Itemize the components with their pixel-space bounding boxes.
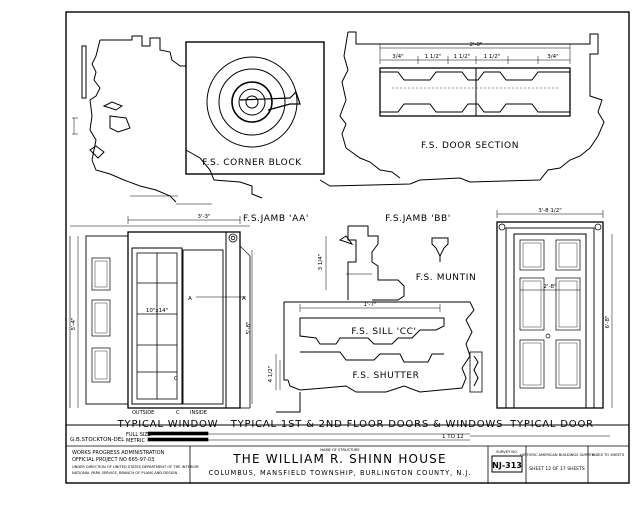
window-section-c-marker: C	[174, 376, 178, 382]
sill-width-dim: 1'-7"	[363, 302, 376, 308]
corner-block-label: F.S. CORNER BLOCK	[202, 158, 302, 168]
section-c-bottom-marker: C	[176, 410, 180, 416]
door-section-dim-3: 1 1/2"	[454, 54, 471, 60]
park-service: NATIONAL PARK SERVICE, BRANCH OF PLANS A…	[72, 471, 177, 475]
shutter-label: F.S. SHUTTER	[352, 371, 419, 381]
window-side-dim: 5'-4"	[71, 317, 77, 330]
window-height-dim: 5'-8"	[246, 321, 252, 334]
door-section-dim-2: 1 1/2"	[425, 54, 442, 60]
outside-label: OUTSIDE	[132, 410, 154, 416]
muntin-drawing	[431, 237, 449, 262]
corner-block-drawing	[185, 41, 325, 175]
typical-window-label: TYPICAL WINDOW	[117, 419, 219, 430]
sill-shutter-drawing	[276, 301, 483, 413]
corner-trim-dims	[72, 117, 212, 205]
works-line-1: WORKS PROGRESS ADMINISTRATION	[72, 450, 165, 456]
door-section-drawing	[319, 31, 605, 187]
door-dims	[496, 210, 613, 408]
survey-no-caption: SURVEY NO.	[496, 450, 518, 454]
title-block	[66, 445, 629, 483]
sill-dims	[275, 304, 441, 390]
window-dim-lines	[77, 216, 253, 408]
window-section-a-marker-right: A	[242, 296, 246, 302]
works-line-2: OFFICIAL PROJECT NO 665-97-03	[72, 457, 154, 463]
window-section-a-marker: A	[188, 296, 192, 302]
door-section-dim-lines	[379, 44, 571, 64]
jamb-bb-dims	[325, 236, 372, 290]
door-section-dim-1: 3/4"	[392, 54, 403, 60]
door-height-dim: 6'-8"	[605, 315, 611, 328]
sheet-of-count: SHEET 12 OF 17 SHEETS	[529, 466, 585, 472]
typical-floor-label: TYPICAL 1ST & 2ND FLOOR DOORS & WINDOWS	[230, 419, 504, 430]
sheet-title: THE WILLIAM R. SHINN HOUSE	[232, 452, 447, 466]
jamb-aa-label: F.S.JAMB 'AA'	[243, 214, 309, 224]
typical-door-drawing	[496, 221, 604, 409]
sheet-location: COLUMBUS, MANSFIELD TOWNSHIP, BURLINGTON…	[209, 469, 472, 477]
sheet-border	[65, 11, 630, 484]
name-of-structure-caption: NAME OF STRUCTURE	[320, 448, 360, 452]
scale-metric-label: METRIC	[126, 438, 145, 444]
typical-window-drawing	[69, 225, 251, 409]
scale-bars	[147, 431, 610, 442]
muntin-label: F.S. MUNTIN	[416, 273, 477, 283]
door-section-label: F.S. DOOR SECTION	[421, 141, 519, 151]
door-section-total-dim: 2'-0"	[469, 42, 482, 48]
window-width-dim: 3'-3"	[197, 214, 210, 220]
survey-number: NJ-313	[492, 461, 522, 470]
inside-label: INSIDE	[190, 410, 207, 416]
sill-cc-label: F.S. SILL 'CC'	[351, 327, 416, 337]
agency-name: HISTORIC AMERICAN BUILDINGS SURVEY	[520, 453, 594, 457]
door-width-dim: 2'-8"	[543, 284, 556, 290]
door-section-dim-5: 3/4"	[547, 54, 558, 60]
under-direction: UNDER DIRECTION OF UNITED STATES DEPARTM…	[72, 465, 199, 469]
index-caption: INDEX TO SHEETS	[592, 453, 625, 457]
typical-door-label: TYPICAL DOOR	[509, 419, 594, 430]
jamb-bb-drawing	[338, 225, 405, 301]
corner-trim-profile	[81, 35, 263, 203]
window-pane-dim: 10"x14"	[146, 308, 168, 314]
jamb-bb-label: F.S.JAMB 'BB'	[385, 214, 451, 224]
door-section-dim-4: 1 1/2"	[484, 54, 501, 60]
scale-ratio: 1 TO 12	[442, 434, 464, 440]
muntin-h-dim: 4 1/2"	[268, 366, 274, 383]
draftsman-credit: G.B.STOCKTON-DEL	[70, 437, 125, 443]
scale-full-label: FULL SIZE	[126, 432, 151, 438]
door-head-dim: 3'-8 1/2"	[538, 208, 562, 214]
shutter-h-dim: 3 1/4"	[318, 254, 324, 271]
